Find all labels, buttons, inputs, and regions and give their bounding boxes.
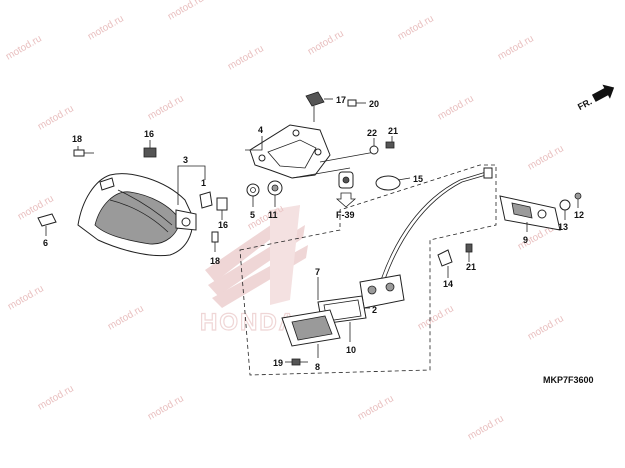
watermark: motod.ru xyxy=(396,13,436,42)
callout-18-lower: 18 xyxy=(210,256,220,266)
part-6-block xyxy=(37,213,57,227)
watermark: motod.ru xyxy=(356,393,396,422)
part-1-bulb xyxy=(199,191,213,209)
watermark: motod.ru xyxy=(416,303,456,332)
callout-20: 20 xyxy=(369,99,379,109)
honda-wing-logo: HONDA xyxy=(199,205,308,337)
callout-9: 9 xyxy=(523,235,528,245)
callout-labels: 1 2 3 4 5 6 7 8 9 10 11 12 13 14 15 16 1… xyxy=(43,95,594,385)
part-21-screw-lower xyxy=(465,243,473,253)
callout-4: 4 xyxy=(258,125,263,135)
part-4-bracket xyxy=(249,124,331,179)
watermark: motod.ru xyxy=(146,93,186,122)
callout-1: 1 xyxy=(201,178,206,188)
part-18-screw xyxy=(73,149,94,157)
watermark: motod.ru xyxy=(526,313,566,342)
callout-3: 3 xyxy=(183,155,188,165)
brand-watermark: HONDA xyxy=(200,309,298,336)
watermark: motod.ru xyxy=(466,413,506,442)
part-11-grommet xyxy=(267,180,283,196)
callout-2: 2 xyxy=(372,305,377,315)
watermark: motod.ru xyxy=(4,33,44,62)
callout-17: 17 xyxy=(336,95,346,105)
part-21-screw xyxy=(385,141,395,149)
callout-5: 5 xyxy=(250,210,255,220)
callout-10: 10 xyxy=(346,345,356,355)
watermark: motod.ru xyxy=(36,103,76,132)
watermark: motod.ru xyxy=(436,93,476,122)
callout-21: 21 xyxy=(388,126,398,136)
front-direction-arrow: FR. xyxy=(576,84,615,112)
callout-18: 18 xyxy=(72,134,82,144)
callout-13: 13 xyxy=(558,222,568,232)
callout-14: 14 xyxy=(443,279,453,289)
callout-22: 22 xyxy=(367,128,377,138)
part-12-nut xyxy=(574,192,582,200)
callout-12: 12 xyxy=(574,210,584,220)
direction-label: FR. xyxy=(576,96,593,112)
part-14-clamp xyxy=(437,249,453,267)
part-9-license-light xyxy=(499,195,561,231)
headlight-assembly xyxy=(77,173,197,257)
watermark: motod.ru xyxy=(146,393,186,422)
part-taillight-socket xyxy=(359,274,405,309)
watermark: motod.ru xyxy=(86,13,126,42)
watermark: motod.ru xyxy=(306,28,346,57)
part-18-screw-lower xyxy=(211,231,219,252)
watermark: motod.ru xyxy=(6,283,46,312)
part-19-screw xyxy=(291,358,308,366)
watermark: motod.ru xyxy=(106,303,146,332)
callout-7: 7 xyxy=(315,267,320,277)
callout-16-lower: 16 xyxy=(218,220,228,230)
part-20-nut xyxy=(347,99,357,107)
callout-21-lower: 21 xyxy=(466,262,476,272)
watermark: motod.ru xyxy=(36,383,76,412)
part-16-clip-lower xyxy=(216,197,228,211)
part-8-taillight-lens xyxy=(281,309,341,347)
watermark: motod.ru xyxy=(526,143,566,172)
callout-16: 16 xyxy=(144,129,154,139)
part-16-clip xyxy=(143,147,157,158)
part-22-washer xyxy=(369,145,379,155)
part-17-connector xyxy=(305,91,325,122)
part-ref-grommet xyxy=(338,171,354,189)
reference-page-label: F-39 xyxy=(336,210,355,220)
part-15-band xyxy=(375,175,411,191)
callout-11: 11 xyxy=(268,210,278,220)
callout-6: 6 xyxy=(43,238,48,248)
group-outline xyxy=(239,164,497,376)
diagram-code: MKP7F3600 xyxy=(543,375,594,385)
part-5-collar xyxy=(246,183,260,197)
watermark: motod.ru xyxy=(226,43,266,72)
part-13-washer xyxy=(559,199,571,211)
callout-15: 15 xyxy=(413,174,423,184)
watermark: motod.ru xyxy=(496,33,536,62)
watermark: motod.ru xyxy=(166,0,206,23)
callout-19: 19 xyxy=(273,358,283,368)
callout-8: 8 xyxy=(315,362,320,372)
